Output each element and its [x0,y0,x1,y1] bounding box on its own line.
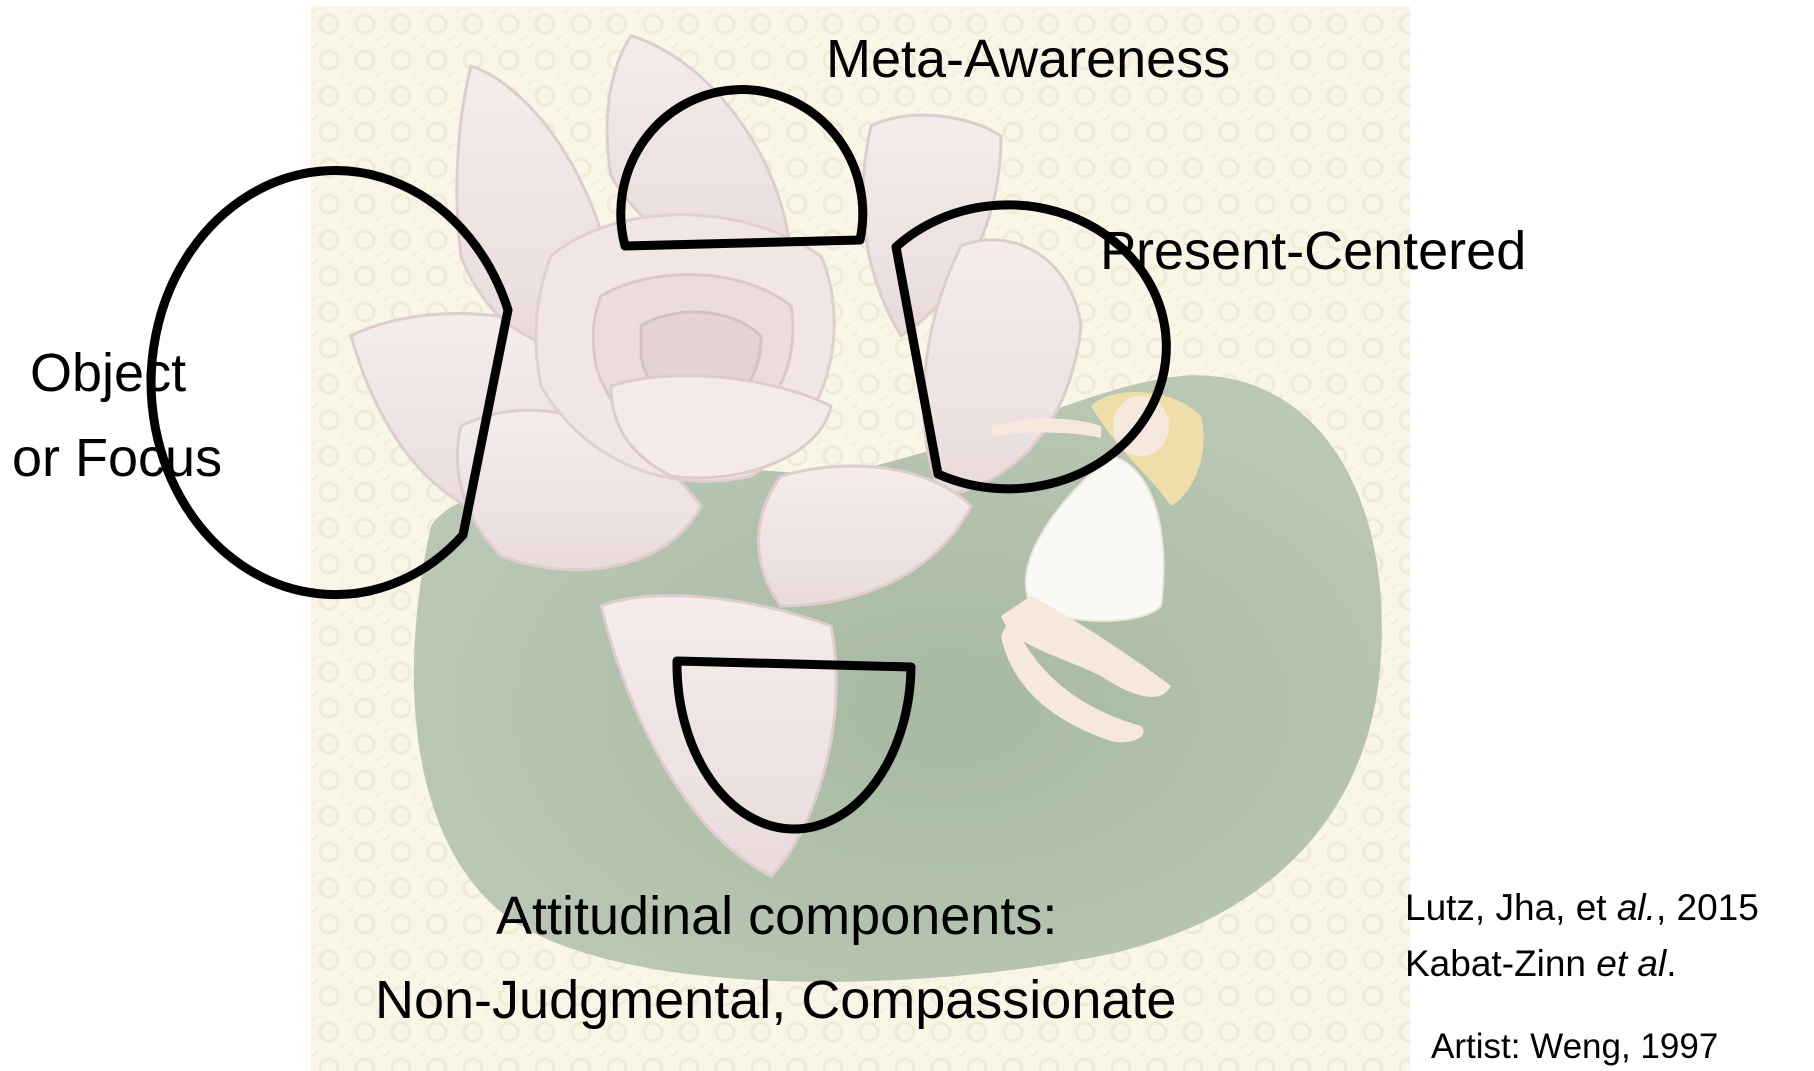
citation-lutz: Lutz, Jha, et al., 2015 [1405,889,1759,926]
attitudinal-label-line2: Non-Judgmental, Compassionate [375,973,1176,1027]
citation-kz-suffix: . [1666,943,1676,984]
object-label-line2: or Focus [12,431,222,485]
attitudinal-half-circle [677,661,911,829]
object-label-line1: Object [30,346,186,400]
attitudinal-label-line1: Attitudinal components: [496,889,1057,943]
citation-kabat-zinn: Kabat-Zinn et al. [1405,945,1677,982]
meta-awareness-label: Meta-Awareness [826,32,1230,86]
artist-credit: Artist: Weng, 1997 [1431,1029,1718,1064]
meta-awareness-half-circle [621,90,863,246]
citation-kz-prefix: Kabat-Zinn [1405,943,1596,984]
citation-kz-italic: et al [1596,943,1666,984]
object-focus-half-circle [151,171,508,595]
citation-lutz-prefix: Lutz, Jha, et [1405,887,1617,928]
present-centered-label: Present-Centered [1100,224,1526,278]
citation-lutz-italic: al. [1617,887,1656,928]
citation-lutz-suffix: , 2015 [1656,887,1759,928]
